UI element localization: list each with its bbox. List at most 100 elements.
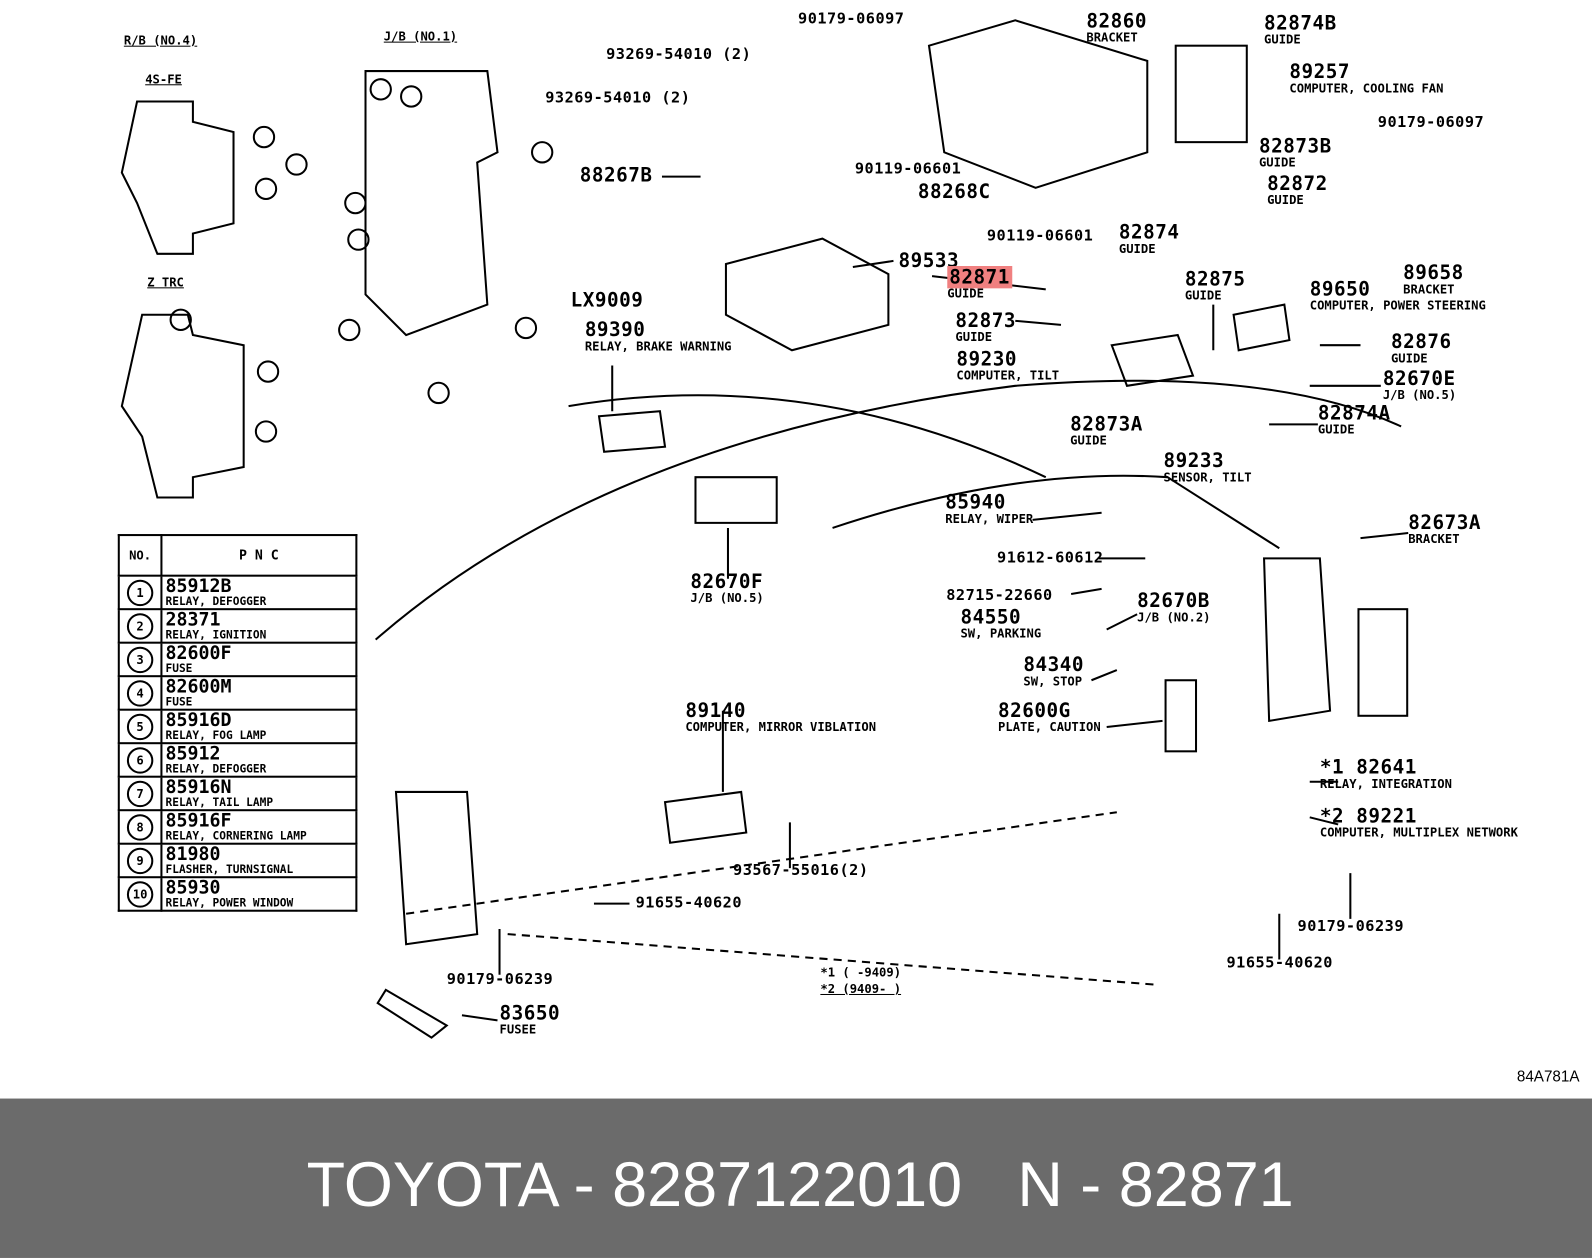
part-description: FUSEE — [499, 1022, 537, 1037]
row-desc: FLASHER, TURNSIGNAL — [165, 863, 294, 877]
part-number: 89650 — [1309, 278, 1371, 301]
row-pnc: 81980 — [165, 843, 221, 866]
part-description: SENSOR, TILT — [1163, 470, 1252, 485]
part-description: GUIDE — [1390, 351, 1428, 366]
part-description: J/B (NO.5) — [690, 590, 764, 606]
part-description: COMPUTER, POWER STEERING — [1309, 298, 1486, 313]
header-jb1: J/B (NO.1) — [383, 29, 458, 44]
callout-89533: 89533 — [898, 249, 960, 273]
header-4sfe: 4S-FE — [145, 72, 182, 87]
header-rb4: R/B (NO.4) — [123, 33, 198, 48]
part-number: 84340 — [1023, 653, 1085, 677]
junction-block-1 — [364, 70, 499, 337]
part-number: 82600G — [998, 699, 1071, 722]
callout-90179-06239: 90179-06239 — [1298, 918, 1404, 934]
part-description: GUIDE — [1264, 32, 1301, 47]
row-desc: RELAY, IGNITION — [165, 628, 267, 642]
bracket-82860 — [927, 19, 1149, 189]
computer-cooling-fan — [1174, 44, 1248, 144]
part-description: RELAY, WIPER — [945, 511, 1034, 526]
part-description: BRACKET — [1403, 282, 1455, 297]
part-number: 82873B — [1258, 135, 1332, 158]
part-description: RELAY, INTEGRATION — [1319, 776, 1452, 791]
callout-91612-60612: 91612-60612 — [997, 549, 1103, 565]
part-description: GUIDE — [1267, 192, 1304, 208]
relay-brake-warning — [597, 410, 667, 453]
row-pnc: 28371 — [165, 609, 221, 631]
callout-93269-54010-2-: 93269-54010 (2) — [606, 46, 751, 62]
part-description: SW, STOP — [1023, 674, 1083, 689]
multiplex-computer — [1357, 608, 1409, 717]
part-description: GUIDE — [1070, 433, 1107, 448]
row-number: 1 — [126, 579, 154, 606]
row-desc: RELAY, FOG LAMP — [165, 728, 267, 743]
part-number: 93567-55016(2) — [733, 860, 869, 880]
relay-block-trc — [120, 313, 245, 499]
row-pnc: 85916F — [165, 810, 232, 832]
part-number: 91655-40620 — [635, 893, 743, 912]
row-pnc: 85912 — [165, 743, 221, 765]
part-number: 93269-54010 (2) — [545, 88, 691, 107]
jb-callout-circles — [169, 78, 554, 443]
part-number: 90179-06097 — [798, 9, 905, 28]
part-number: *2 89221 — [1319, 805, 1417, 828]
row-pnc: 85912B — [165, 575, 232, 597]
leader-lines — [461, 175, 1409, 1022]
part-number: 89533 — [898, 249, 960, 273]
reference-number: N - 82871 — [1017, 1150, 1294, 1221]
header-trc: Z TRC — [147, 275, 184, 290]
row-desc: FUSE — [165, 695, 193, 709]
part-number: 89390 — [584, 318, 646, 342]
callout-90179-06097: 90179-06097 — [1378, 114, 1484, 130]
part-description: GUIDE — [947, 286, 984, 301]
part-number: 82874A — [1317, 402, 1391, 425]
row-desc: FUSE — [165, 661, 193, 676]
part-number: 82673A — [1408, 511, 1481, 535]
callout-82715-22660: 82715-22660 — [946, 587, 1052, 603]
callout-90119-06601: 90119-06601 — [855, 160, 961, 176]
part-number: 88268C — [917, 180, 991, 204]
part-description: BRACKET — [1408, 532, 1460, 547]
part-number: 93269-54010 (2) — [606, 44, 752, 63]
part-number: LX9009 — [570, 289, 644, 312]
relay-cluster — [394, 790, 479, 946]
part-description: J/B (NO.2) — [1137, 610, 1211, 625]
part-number: 82872 — [1267, 172, 1328, 195]
row-desc: RELAY, DEFOGGER — [165, 762, 267, 776]
part-number: 90119-06601 — [854, 159, 962, 178]
row-desc: RELAY, POWER WINDOW — [165, 896, 294, 910]
row-number: 2 — [126, 612, 154, 640]
part-number: 89257 — [1289, 60, 1351, 84]
row-pnc: 82600M — [165, 676, 232, 698]
part-description: GUIDE — [1317, 422, 1355, 437]
part-number: 82873 — [955, 309, 1017, 333]
part-number: 90119-06601 — [986, 226, 1094, 245]
row-pnc: 85930 — [165, 877, 221, 899]
console-outline — [832, 474, 1280, 550]
computer-mirror — [663, 790, 748, 844]
callout-91655-40620: 91655-40620 — [636, 894, 742, 910]
junction-block-5 — [694, 476, 778, 524]
row-number: 3 — [126, 646, 154, 673]
part-description: BRACKET — [1086, 30, 1138, 45]
part-number: 89658 — [1403, 261, 1464, 285]
part-number: 82715-22660 — [946, 585, 1053, 605]
